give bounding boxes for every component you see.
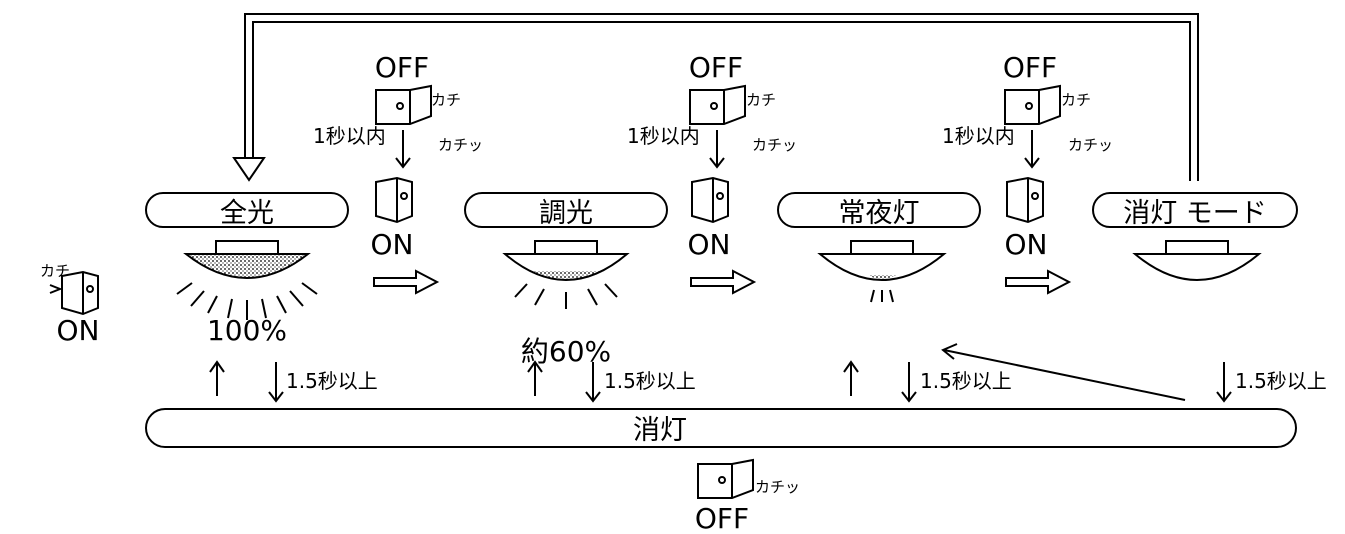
state-offmode-label: 消灯 モード [1123, 198, 1267, 229]
state-offmode-capsule: 消灯 モード [1092, 192, 1298, 229]
transition-arrow-1 [373, 269, 440, 295]
click-label-2: カチッ [752, 136, 797, 154]
switch-on-label: ON [688, 228, 731, 261]
lamp-off-icon [1132, 240, 1262, 281]
click-label: カチ [1061, 91, 1091, 109]
state-dim-capsule: 調光 [464, 192, 668, 229]
switch-on-icon [1006, 176, 1044, 224]
switch-on-label: ON [57, 314, 100, 347]
transition-arrow-3 [1005, 269, 1072, 295]
hold-label: 1.5秒以上 [604, 369, 696, 393]
arrow-down-icon [709, 130, 725, 169]
switch-group-start: カチ ON [40, 262, 99, 347]
arrow-down-icon [901, 362, 917, 403]
switch-off-label: OFF [1003, 51, 1057, 84]
arrow-up-icon [209, 360, 225, 396]
lamp-night-icon [817, 240, 947, 303]
transition-arrow-2 [690, 269, 757, 295]
switch-off-icon [689, 84, 746, 125]
switch-group-3: OFF カチ カチッ 1秒以内 ON [942, 51, 1113, 261]
within-label: 1秒以内 [627, 124, 700, 148]
hold-label: 1.5秒以上 [1235, 369, 1327, 393]
switch-off-icon [375, 84, 432, 125]
state-full-capsule: 全光 [145, 192, 349, 229]
switch-off-label: OFF [689, 51, 743, 84]
switch-off-icon [697, 458, 754, 499]
lamp-full-icon [176, 240, 318, 320]
arrow-down-icon [395, 130, 411, 169]
switch-on-icon [61, 270, 99, 316]
arrow-down-icon [268, 362, 284, 403]
arrow-up-icon [527, 360, 543, 396]
click-label-2: カチッ [438, 136, 483, 154]
state-off-capsule: 消灯 [145, 408, 1297, 448]
switch-group-1: OFF カチ カチッ 1秒以内 ON [313, 51, 483, 261]
click-label-2: カチッ [755, 478, 800, 496]
arrow-down-icon [1024, 130, 1040, 169]
switch-off-label: OFF [695, 502, 749, 529]
switch-off-label: OFF [375, 51, 429, 84]
within-label: 1秒以内 [942, 124, 1015, 148]
switch-off-icon [1004, 84, 1061, 125]
hold-label: 1.5秒以上 [920, 369, 1012, 393]
state-night-label: 常夜灯 [839, 198, 920, 229]
click-label: カチ [746, 91, 776, 109]
switch-group-bottom: カチッ OFF [695, 458, 800, 534]
lamp-dim-icon [502, 240, 630, 309]
click-label-2: カチッ [1068, 136, 1113, 154]
switch-on-icon [691, 176, 729, 224]
arrow-up-icon [843, 360, 859, 396]
state-full-label: 全光 [220, 198, 274, 229]
click-label: カチ [431, 91, 461, 109]
state-off-label: 消灯 [633, 415, 687, 446]
state-dim-label: 調光 [539, 198, 593, 229]
switch-on-label: ON [371, 228, 414, 261]
arrow-down-icon [1216, 362, 1232, 403]
within-label: 1秒以内 [313, 124, 386, 148]
arrow-down-icon [585, 362, 601, 403]
switch-on-label: ON [1005, 228, 1048, 261]
switch-group-2: OFF カチ カチッ 1秒以内 ON [627, 51, 797, 261]
level-full-label: 100% [207, 314, 287, 347]
diagonal-arrow [941, 343, 1186, 401]
switch-on-icon [375, 176, 413, 224]
hold-label: 1.5秒以上 [286, 369, 378, 393]
return-path-arrow [232, 13, 1199, 182]
state-night-capsule: 常夜灯 [777, 192, 981, 229]
